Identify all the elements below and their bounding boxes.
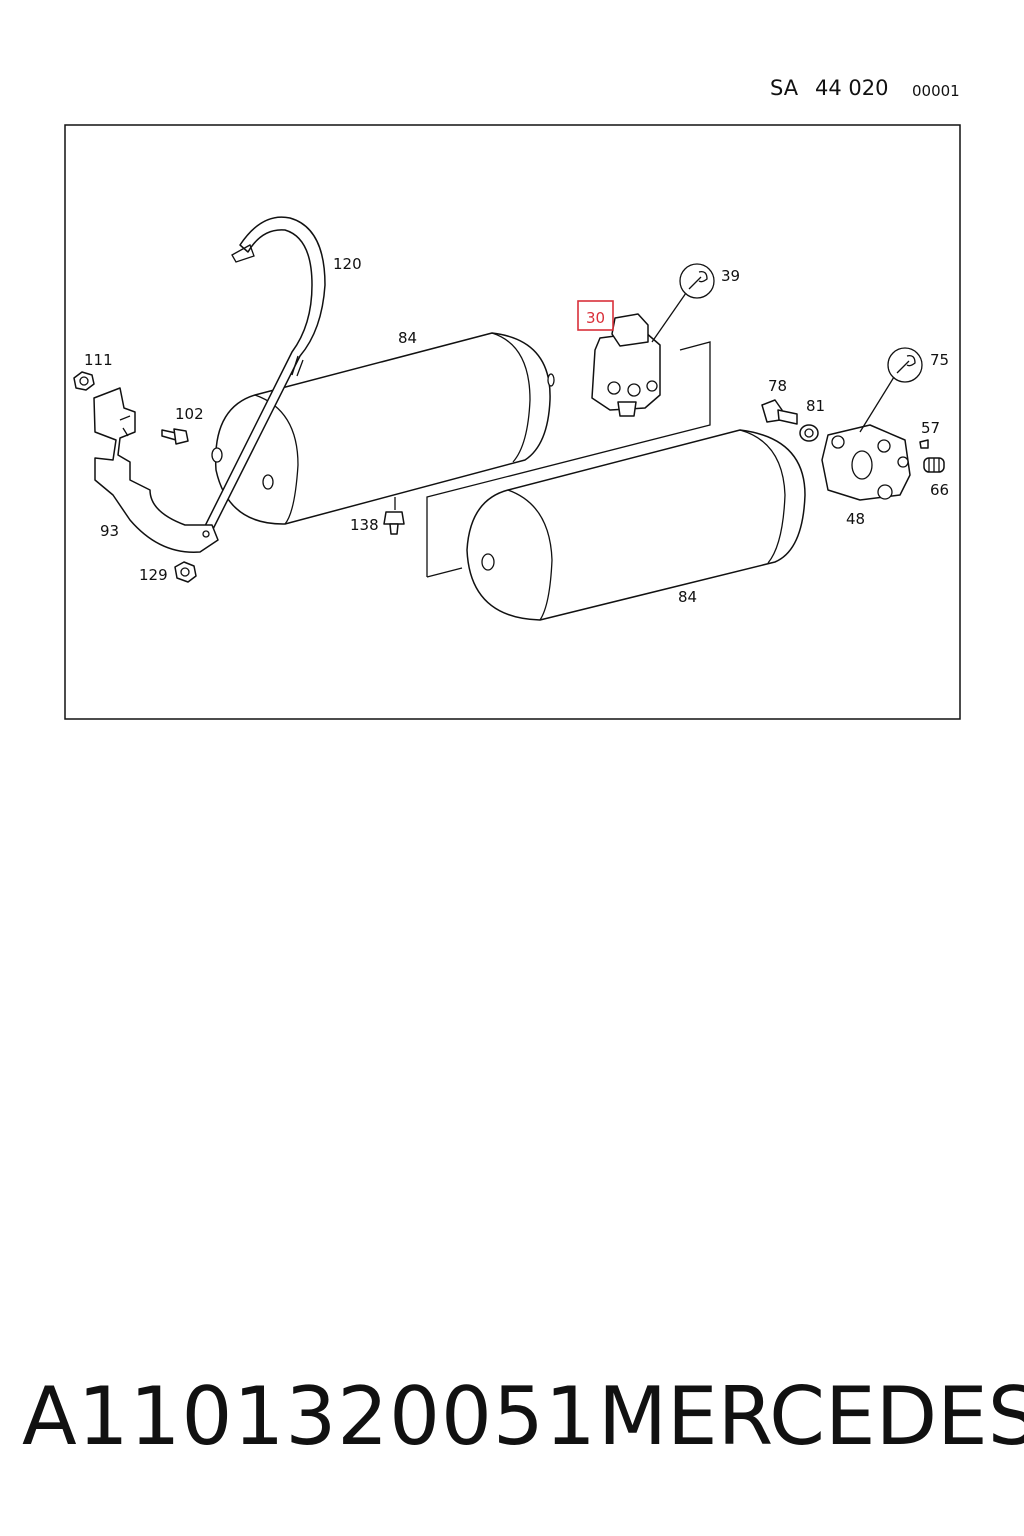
footer-brand: MERCEDES (598, 1370, 1024, 1463)
callout-111: 111 (84, 351, 113, 369)
header: SA 44 020 00001 (768, 74, 968, 104)
fitting-78[interactable] (761, 399, 798, 425)
drain-valve-138[interactable] (383, 497, 405, 535)
parts-diagram: 120 84 111 102 93 129 138 39 75 78 81 57… (64, 124, 961, 720)
protection-valve-30[interactable] (591, 313, 661, 417)
callout-102: 102 (175, 405, 204, 423)
callout-129: 129 (139, 566, 168, 584)
seal-ring-81[interactable] (799, 424, 819, 442)
tank-bracket[interactable] (93, 387, 219, 553)
mounting-plate-edge (426, 567, 463, 578)
footer-part-number: A1101320051 (22, 1370, 597, 1463)
highlight-box-30[interactable]: 30 (577, 300, 614, 331)
callout-30: 30 (586, 309, 605, 327)
header-sa: SA (770, 76, 799, 100)
callout-75: 75 (930, 351, 949, 369)
callout-138: 138 (350, 516, 379, 534)
callout-66: 66 (930, 481, 949, 499)
header-group: 44 020 (815, 76, 889, 100)
callout-81: 81 (806, 397, 825, 415)
mounting-plate-outline (426, 341, 711, 577)
plug-57[interactable] (919, 439, 929, 449)
callout-78: 78 (768, 377, 787, 395)
wrench-icon (859, 347, 923, 433)
diagram-frame (64, 124, 961, 720)
wrench-icon (651, 263, 715, 343)
nut-129[interactable] (174, 561, 197, 583)
callout-84-lower: 84 (678, 588, 697, 606)
nut-111[interactable] (73, 371, 95, 391)
callout-93: 93 (100, 522, 119, 540)
air-tank-lower[interactable] (466, 429, 806, 621)
callout-39: 39 (721, 267, 740, 285)
callout-120: 120 (333, 255, 362, 273)
callout-48: 48 (846, 510, 865, 528)
protection-valve-48[interactable] (821, 424, 911, 501)
callout-57: 57 (921, 419, 940, 437)
footer: A1101320051 MERCEDES (0, 1370, 1024, 1470)
callout-84-upper: 84 (398, 329, 417, 347)
bolt-102[interactable] (161, 428, 189, 445)
header-number: 00001 (912, 82, 960, 100)
spring-66[interactable] (923, 457, 945, 473)
